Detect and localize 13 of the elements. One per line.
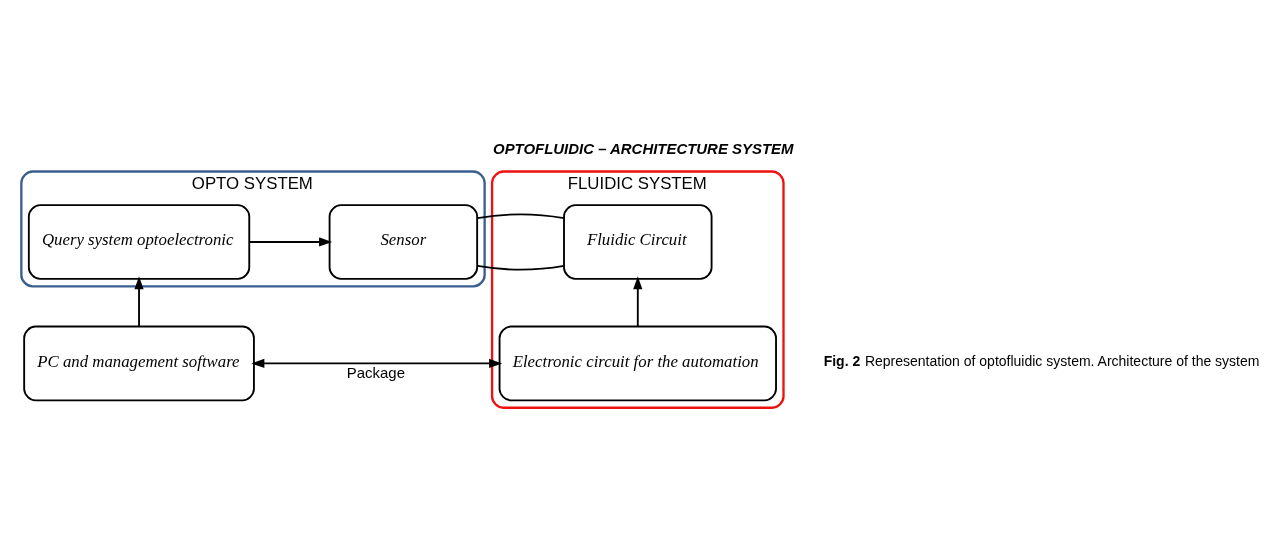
node-box: Sensor	[328, 204, 479, 280]
caption: Fig. 2 Representation of optofluidic system. Architecture of the system	[823, 352, 1260, 369]
diagram-title: OPTOFLUIDIC – ARCHITECTURE SYSTEM	[493, 140, 794, 158]
edge-label: Package	[346, 364, 405, 382]
node-box: Fluidic Circuit	[563, 204, 713, 280]
arrow	[248, 237, 333, 247]
node-box: Query system optoelectronic	[27, 204, 251, 280]
node-box: PC and management software	[23, 325, 255, 402]
arrow	[251, 358, 503, 368]
connector	[476, 213, 565, 271]
node-box: Electronic circuit for the automation	[498, 325, 777, 402]
arrow	[134, 276, 144, 328]
arrow	[633, 276, 643, 328]
